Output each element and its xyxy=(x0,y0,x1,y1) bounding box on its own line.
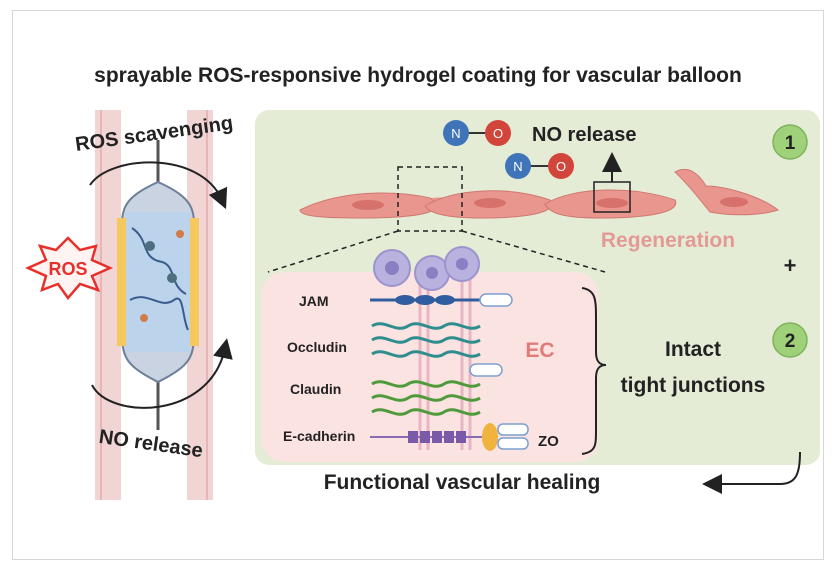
healing-label: Functional vascular healing xyxy=(324,471,601,494)
nitrogen-label: N xyxy=(513,159,522,174)
e-cadherin-protein xyxy=(370,431,485,443)
tight-junctions-label: tight junctions xyxy=(621,374,766,397)
occludin-label: Occludin xyxy=(287,339,347,355)
claudin-label: Claudin xyxy=(290,381,341,397)
claudin-protein xyxy=(371,380,481,416)
platelet-cluster xyxy=(373,246,480,291)
balloon-catheter xyxy=(117,140,199,430)
no-molecule-icon: N O xyxy=(505,153,574,179)
ros-burst-shape xyxy=(24,236,114,301)
jam-label: JAM xyxy=(299,293,329,309)
ros-burst-label: ROS xyxy=(48,259,87,279)
step-1-number: 1 xyxy=(785,133,796,154)
curly-brace xyxy=(581,287,607,455)
regeneration-label: Regeneration xyxy=(601,229,735,252)
intact-label: Intact xyxy=(665,338,721,361)
return-arrow xyxy=(702,451,801,494)
nitrogen-label: N xyxy=(451,126,460,141)
zoom-box-cell xyxy=(593,181,631,213)
occludin-protein xyxy=(371,322,503,377)
step-2-badge xyxy=(772,322,808,358)
zo-protein xyxy=(482,423,529,451)
no-release-panel-label: NO release xyxy=(532,124,637,146)
ec-region xyxy=(262,272,598,462)
jam-protein xyxy=(370,293,513,307)
oxygen-label: O xyxy=(493,126,503,141)
zoom-guide-right xyxy=(461,230,606,273)
zoom-box-junction xyxy=(397,166,463,232)
ec-label: EC xyxy=(525,339,554,362)
oxygen-label: O xyxy=(556,159,566,174)
zoom-guide-left xyxy=(267,230,399,273)
zo-label: ZO xyxy=(538,433,559,450)
step-2-number: 2 xyxy=(785,331,796,352)
plus-sign: + xyxy=(784,253,797,278)
figure-title: sprayable ROS-responsive hydrogel coatin… xyxy=(94,64,742,87)
e-cadherin-label: E-cadherin xyxy=(283,428,355,444)
curved-arrow-bottom xyxy=(91,338,233,409)
step-1-badge xyxy=(772,124,808,160)
endothelial-cell-layer xyxy=(299,168,780,219)
no-molecule-icon: N O xyxy=(443,120,511,146)
curved-arrow-top xyxy=(89,161,228,210)
